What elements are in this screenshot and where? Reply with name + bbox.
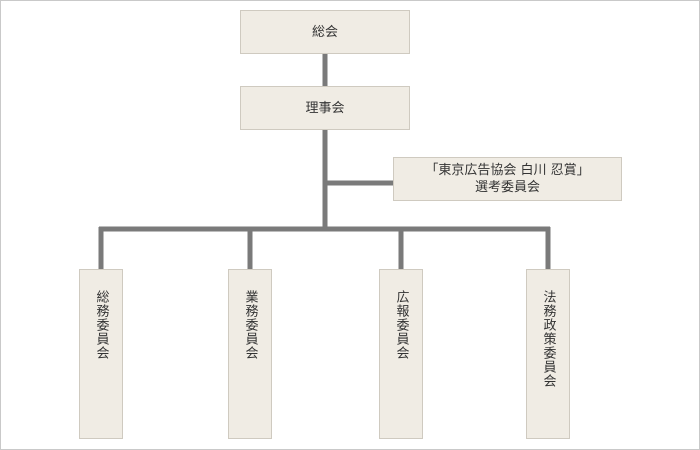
general-assembly-label: 総会 <box>311 24 338 40</box>
selection-committee-label: 「東京広告協会 白川 忍賞」 選考委員会 <box>425 163 590 195</box>
committee-box-general-affairs: 総務委員会 <box>79 269 123 439</box>
committee-label: 業務委員会 <box>242 290 258 360</box>
committee-label: 法務政策委員会 <box>540 290 556 388</box>
committee-label: 総務委員会 <box>93 290 109 360</box>
board-label: 理事会 <box>305 100 345 116</box>
general-assembly-box: 総会 <box>240 10 410 54</box>
committee-box-public-relations: 広報委員会 <box>379 269 423 439</box>
committee-label: 広報委員会 <box>393 290 409 360</box>
committee-box-business: 業務委員会 <box>228 269 272 439</box>
board-box: 理事会 <box>240 86 410 130</box>
selection-committee-box: 「東京広告協会 白川 忍賞」 選考委員会 <box>393 157 622 201</box>
committee-box-legal-policy: 法務政策委員会 <box>526 269 570 439</box>
